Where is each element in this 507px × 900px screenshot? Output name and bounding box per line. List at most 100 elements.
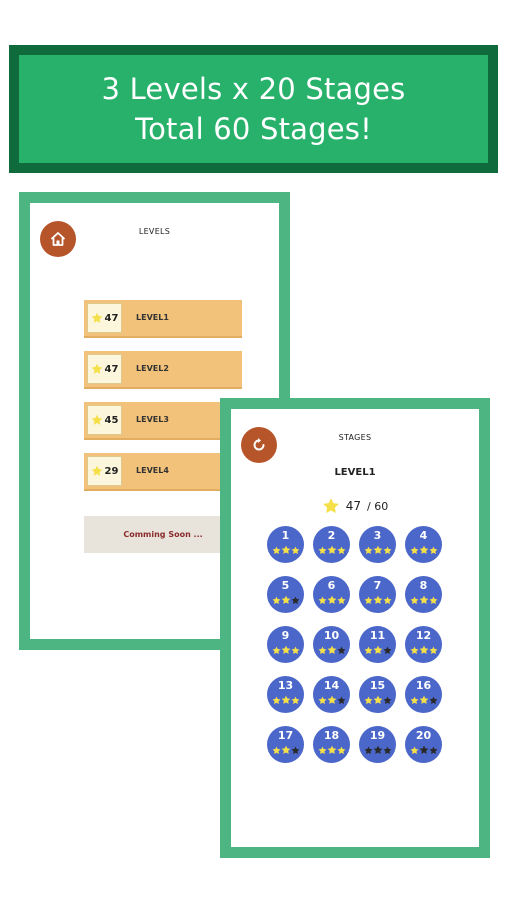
star-filled-icon bbox=[281, 545, 290, 554]
stage-button-15[interactable]: 15 bbox=[359, 676, 396, 713]
back-button[interactable] bbox=[241, 427, 277, 463]
star-filled-icon bbox=[318, 596, 326, 605]
stage-button-20[interactable]: 20 bbox=[405, 726, 442, 763]
star-filled-icon bbox=[419, 695, 428, 704]
stage-number: 18 bbox=[323, 729, 340, 742]
stage-number: 11 bbox=[369, 629, 386, 642]
level-star-box: 45 bbox=[87, 405, 122, 435]
stage-button-8[interactable]: 8 bbox=[405, 576, 442, 613]
stage-button-17[interactable]: 17 bbox=[267, 726, 304, 763]
star-filled-icon bbox=[373, 595, 382, 604]
level-label: LEVEL4 bbox=[136, 466, 169, 475]
stage-button-13[interactable]: 13 bbox=[267, 676, 304, 713]
star-filled-icon bbox=[364, 546, 372, 555]
stage-number: 20 bbox=[415, 729, 432, 742]
stage-number: 5 bbox=[281, 579, 290, 592]
level-row-4[interactable]: 29 LEVEL4 bbox=[84, 453, 242, 491]
star-filled-icon bbox=[337, 546, 345, 555]
star-filled-icon bbox=[419, 595, 428, 604]
level-label: LEVEL1 bbox=[136, 313, 169, 322]
star-filled-icon bbox=[410, 746, 418, 755]
stage-button-11[interactable]: 11 bbox=[359, 626, 396, 663]
star-empty-icon bbox=[383, 646, 391, 655]
star-filled-icon bbox=[410, 696, 418, 705]
stage-stars bbox=[272, 593, 300, 605]
stage-number: 8 bbox=[419, 579, 428, 592]
stars-total: 47 / 60 bbox=[231, 497, 479, 515]
level-star-box: 29 bbox=[87, 456, 122, 486]
level-row-1[interactable]: 47 LEVEL1 bbox=[84, 300, 242, 338]
stage-button-14[interactable]: 14 bbox=[313, 676, 350, 713]
stage-button-6[interactable]: 6 bbox=[313, 576, 350, 613]
star-icon bbox=[322, 498, 339, 514]
star-filled-icon bbox=[373, 645, 382, 654]
star-filled-icon bbox=[429, 546, 437, 555]
stage-button-16[interactable]: 16 bbox=[405, 676, 442, 713]
star-filled-icon bbox=[327, 595, 336, 604]
level-star-count: 47 bbox=[104, 312, 119, 324]
stage-stars bbox=[318, 643, 346, 655]
star-filled-icon bbox=[337, 746, 345, 755]
stage-number: 14 bbox=[323, 679, 340, 692]
stage-stars bbox=[410, 593, 438, 605]
stage-stars bbox=[364, 743, 392, 755]
level-star-box: 47 bbox=[87, 354, 122, 384]
star-filled-icon bbox=[327, 745, 336, 754]
stage-button-5[interactable]: 5 bbox=[267, 576, 304, 613]
stars-total-max: / 60 bbox=[367, 499, 389, 513]
star-filled-icon bbox=[410, 546, 418, 555]
star-filled-icon bbox=[318, 746, 326, 755]
stage-button-1[interactable]: 1 bbox=[267, 526, 304, 563]
level-star-count: 45 bbox=[104, 414, 119, 426]
star-icon bbox=[91, 465, 102, 476]
stage-button-2[interactable]: 2 bbox=[313, 526, 350, 563]
home-button[interactable] bbox=[40, 221, 76, 257]
stage-button-7[interactable]: 7 bbox=[359, 576, 396, 613]
stage-stars bbox=[364, 643, 392, 655]
stage-button-4[interactable]: 4 bbox=[405, 526, 442, 563]
star-filled-icon bbox=[318, 696, 326, 705]
back-arrow-icon bbox=[253, 438, 265, 451]
home-icon bbox=[51, 232, 65, 246]
level-label: LEVEL2 bbox=[136, 364, 169, 373]
stage-button-19[interactable]: 19 bbox=[359, 726, 396, 763]
stage-number: 16 bbox=[415, 679, 432, 692]
stage-button-10[interactable]: 10 bbox=[313, 626, 350, 663]
star-filled-icon bbox=[383, 546, 391, 555]
stage-button-12[interactable]: 12 bbox=[405, 626, 442, 663]
star-icon bbox=[91, 312, 102, 323]
stage-stars bbox=[272, 643, 300, 655]
stage-stars bbox=[318, 543, 346, 555]
promo-banner: 3 Levels x 20 Stages Total 60 Stages! bbox=[9, 45, 498, 173]
star-filled-icon bbox=[429, 646, 437, 655]
stage-button-9[interactable]: 9 bbox=[267, 626, 304, 663]
level-row-2[interactable]: 47 LEVEL2 bbox=[84, 351, 242, 389]
stage-stars bbox=[410, 643, 438, 655]
stage-stars bbox=[364, 543, 392, 555]
star-filled-icon bbox=[281, 645, 290, 654]
promo-banner-inner: 3 Levels x 20 Stages Total 60 Stages! bbox=[19, 55, 488, 163]
stage-button-3[interactable]: 3 bbox=[359, 526, 396, 563]
stage-number: 9 bbox=[281, 629, 290, 642]
star-empty-icon bbox=[383, 746, 391, 755]
star-filled-icon bbox=[318, 646, 326, 655]
star-filled-icon bbox=[364, 646, 372, 655]
current-level-name: LEVEL1 bbox=[334, 467, 376, 478]
star-filled-icon bbox=[364, 596, 372, 605]
stage-stars bbox=[272, 693, 300, 705]
stage-stars bbox=[318, 743, 346, 755]
level-row-3[interactable]: 45 LEVEL3 bbox=[84, 402, 242, 440]
star-filled-icon bbox=[337, 596, 345, 605]
stage-number: 2 bbox=[327, 529, 336, 542]
stage-stars bbox=[272, 743, 300, 755]
star-empty-icon bbox=[373, 745, 382, 754]
star-filled-icon bbox=[364, 696, 372, 705]
star-empty-icon bbox=[291, 746, 299, 755]
level-star-count: 47 bbox=[104, 363, 119, 375]
star-empty-icon bbox=[291, 596, 299, 605]
stage-number: 13 bbox=[277, 679, 294, 692]
stage-number: 15 bbox=[369, 679, 386, 692]
stage-button-18[interactable]: 18 bbox=[313, 726, 350, 763]
coming-soon-button[interactable]: Comming Soon ... bbox=[84, 516, 242, 553]
star-filled-icon bbox=[291, 646, 299, 655]
